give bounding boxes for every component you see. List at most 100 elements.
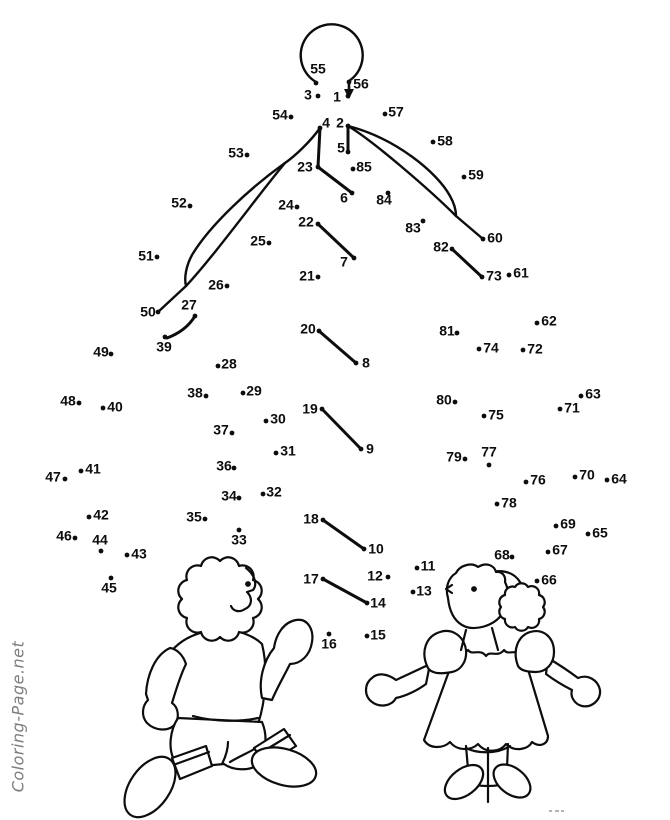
dot-34[interactable] <box>236 495 242 501</box>
dot-13[interactable] <box>410 589 416 595</box>
dot-54[interactable] <box>288 114 294 120</box>
dot-71[interactable] <box>557 406 563 412</box>
dot-80[interactable] <box>452 399 458 405</box>
dot-84[interactable] <box>385 190 391 196</box>
dot-56[interactable] <box>346 79 352 85</box>
dot-8[interactable] <box>353 360 359 366</box>
dot-3[interactable] <box>315 93 321 99</box>
dot-62[interactable] <box>534 320 540 326</box>
dot-83[interactable] <box>420 218 426 224</box>
dot-61[interactable] <box>506 272 512 278</box>
dot-35[interactable] <box>202 516 208 522</box>
dot-2[interactable] <box>345 123 351 129</box>
dot-39[interactable] <box>162 334 168 340</box>
dot-label-65: 65 <box>592 525 608 541</box>
dot-51[interactable] <box>154 254 160 260</box>
dot-68[interactable] <box>509 554 515 560</box>
dot-53[interactable] <box>244 152 250 158</box>
dot-72[interactable] <box>520 347 526 353</box>
dot-17[interactable] <box>320 576 326 582</box>
dot-69[interactable] <box>553 523 559 529</box>
dot-76[interactable] <box>523 479 529 485</box>
dot-19[interactable] <box>319 406 325 412</box>
dot-65[interactable] <box>585 531 591 537</box>
dot-81[interactable] <box>454 330 460 336</box>
dot-45[interactable] <box>108 575 114 581</box>
dot-10[interactable] <box>361 546 367 552</box>
dot-23[interactable] <box>315 164 321 170</box>
dot-38[interactable] <box>203 393 209 399</box>
dot-41[interactable] <box>78 468 84 474</box>
dot-label-21: 21 <box>299 268 315 284</box>
dot-57[interactable] <box>382 111 388 117</box>
dot-67[interactable] <box>545 549 551 555</box>
dot-66[interactable] <box>534 578 540 584</box>
dot-label-28: 28 <box>221 356 237 372</box>
dot-75[interactable] <box>481 413 487 419</box>
dot-25[interactable] <box>266 240 272 246</box>
dot-73[interactable] <box>479 274 485 280</box>
dot-36[interactable] <box>231 465 237 471</box>
dot-78[interactable] <box>494 501 500 507</box>
dot-48[interactable] <box>76 400 82 406</box>
dot-82[interactable] <box>449 246 455 252</box>
dot-70[interactable] <box>572 474 578 480</box>
girl-nose <box>444 583 454 595</box>
dot-label-30: 30 <box>270 411 286 427</box>
dot-60[interactable] <box>480 236 486 242</box>
dot-49[interactable] <box>108 351 114 357</box>
dot-64[interactable] <box>604 477 610 483</box>
dot-31[interactable] <box>273 450 279 456</box>
dot-6[interactable] <box>349 190 355 196</box>
dot-22[interactable] <box>315 221 321 227</box>
dot-74[interactable] <box>476 346 482 352</box>
dot-63[interactable] <box>578 393 584 399</box>
dot-43[interactable] <box>124 552 130 558</box>
dot-18[interactable] <box>320 517 326 523</box>
dot-58[interactable] <box>430 139 436 145</box>
dot-label-55: 55 <box>310 61 326 77</box>
dot-24[interactable] <box>294 204 300 210</box>
dot-7[interactable] <box>351 255 357 261</box>
dot-21[interactable] <box>315 274 321 280</box>
solved-segment <box>316 126 322 169</box>
dot-55[interactable] <box>313 80 319 86</box>
dot-14[interactable] <box>364 600 370 606</box>
dot-50[interactable] <box>155 309 161 315</box>
dot-9[interactable] <box>358 446 364 452</box>
dot-29[interactable] <box>240 390 246 396</box>
dot-79[interactable] <box>462 456 468 462</box>
dot-11[interactable] <box>414 565 420 571</box>
dot-16[interactable] <box>326 631 332 637</box>
dot-44[interactable] <box>98 548 104 554</box>
dot-40[interactable] <box>100 405 106 411</box>
dot-28[interactable] <box>215 363 221 369</box>
dot-15[interactable] <box>364 633 370 639</box>
boy-hair <box>177 556 263 642</box>
dot-30[interactable] <box>263 418 269 424</box>
dot-1[interactable] <box>345 93 351 99</box>
dot-label-47: 47 <box>45 469 61 485</box>
dot-5[interactable] <box>345 149 351 155</box>
dot-label-26: 26 <box>208 277 224 293</box>
dot-label-36: 36 <box>216 458 232 474</box>
dot-26[interactable] <box>224 283 230 289</box>
dot-52[interactable] <box>187 203 193 209</box>
dot-37[interactable] <box>229 430 235 436</box>
dot-12[interactable] <box>385 574 391 580</box>
dot-85[interactable] <box>350 166 356 172</box>
solved-segment <box>320 407 363 451</box>
dot-label-38: 38 <box>187 385 203 401</box>
dot-46[interactable] <box>72 535 78 541</box>
dot-77[interactable] <box>486 462 492 468</box>
dot-27[interactable] <box>192 313 198 319</box>
dot-59[interactable] <box>461 174 467 180</box>
dot-label-16: 16 <box>321 636 337 652</box>
dot-47[interactable] <box>62 476 68 482</box>
dot-33[interactable] <box>236 527 242 533</box>
dot-20[interactable] <box>316 328 322 334</box>
dot-4[interactable] <box>317 125 323 131</box>
dot-42[interactable] <box>86 514 92 520</box>
dot-32[interactable] <box>260 491 266 497</box>
